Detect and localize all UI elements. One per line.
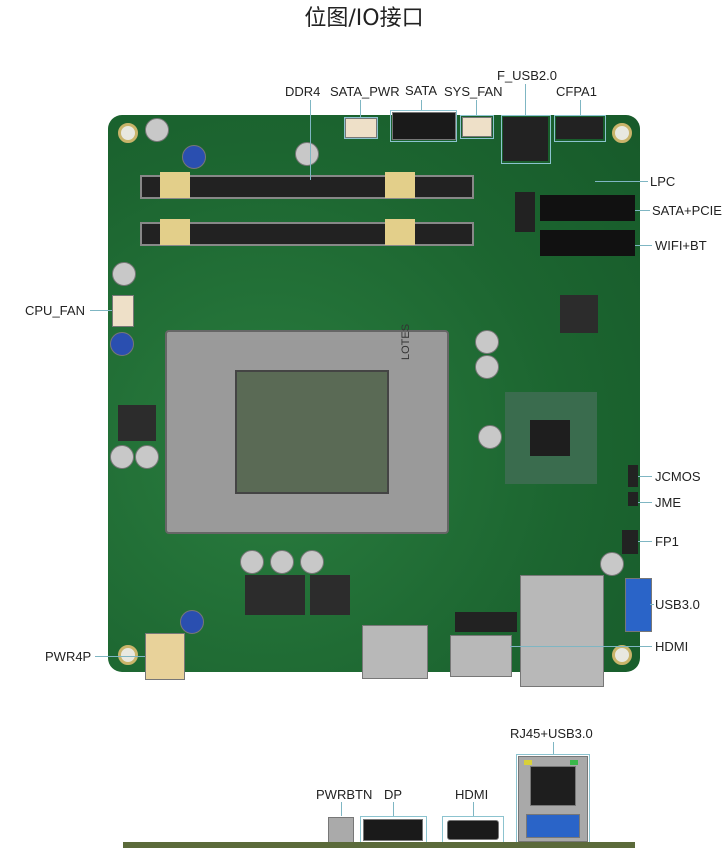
cpu-socket	[165, 330, 449, 534]
mount-hole	[118, 645, 138, 665]
label-hdmi: HDMI	[655, 639, 689, 654]
label-dp: DP	[384, 787, 403, 802]
cpu-socket-contacts	[235, 370, 389, 494]
power-button	[328, 817, 354, 843]
label-io-hdmi: HDMI	[455, 787, 489, 802]
mount-hole	[612, 645, 632, 665]
label-sys-fan: SYS_FAN	[444, 84, 503, 99]
label-sata: SATA	[405, 83, 438, 98]
label-wifi-bt: WIFI+BT	[655, 238, 707, 253]
dimm-slot	[140, 175, 474, 199]
socket-brand: LOTES	[400, 323, 412, 360]
mount-hole	[118, 123, 138, 143]
page-title: 位图/IO接口	[304, 6, 424, 31]
dp-port	[363, 819, 423, 841]
label-f-usb: F_USB2.0	[497, 68, 557, 83]
label-pwr4p: PWR4P	[45, 649, 92, 664]
mount-hole	[612, 123, 632, 143]
label-sata-pcie: SATA+PCIE	[652, 203, 722, 218]
label-jme: JME	[655, 495, 681, 510]
label-usb3: USB3.0	[655, 597, 700, 612]
label-rj45-usb: RJ45+USB3.0	[510, 726, 593, 741]
label-cfpa1: CFPA1	[556, 84, 597, 99]
dimm-slot	[140, 222, 474, 246]
label-fp1: FP1	[655, 534, 679, 549]
label-ddr4: DDR4	[285, 84, 321, 99]
hdmi-port	[447, 820, 499, 840]
label-cpu-fan: CPU_FAN	[25, 303, 85, 318]
label-sata-pwr: SATA_PWR	[330, 84, 400, 99]
label-pwrbtn: PWRBTN	[316, 787, 373, 802]
label-lpc: LPC	[650, 174, 676, 189]
io-panel-edge	[123, 842, 635, 848]
label-jcmos: JCMOS	[655, 469, 701, 484]
